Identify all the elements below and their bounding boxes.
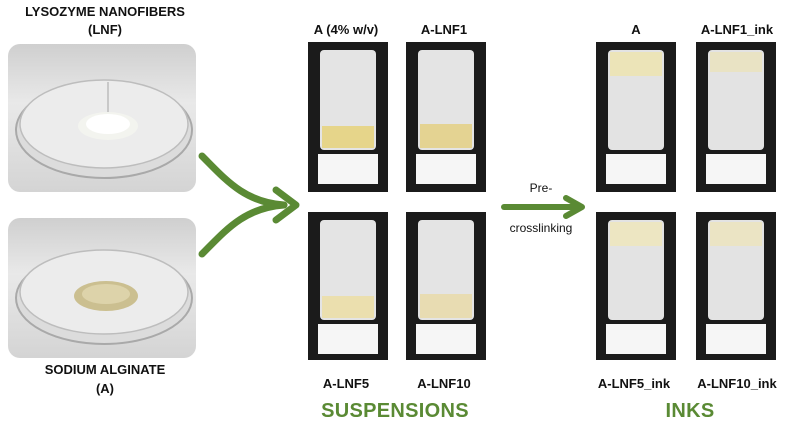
process-label-line2: crosslinking	[509, 221, 573, 235]
ink-photo-a-lnf5	[596, 212, 676, 360]
lnf-dish-photo	[8, 44, 196, 192]
ink-photo-a-lnf10	[696, 212, 776, 360]
merge-arrow	[198, 152, 300, 258]
vial-photo-a-4pct	[308, 42, 388, 192]
petri-dish-illustration	[15, 249, 193, 345]
inks-title: INKS	[665, 400, 715, 422]
ink-label-a-lnf1: A-LNF1_ink	[700, 22, 774, 37]
petri-dish-illustration	[15, 79, 193, 179]
lnf-label-line2: (LNF)	[88, 22, 122, 37]
vial-label-a-lnf10: A-LNF10	[417, 376, 471, 391]
ink-label-a-lnf10: A-LNF10_ink	[697, 376, 777, 391]
vial-illustration	[416, 50, 476, 184]
vial-label-a-4pct: A (4% w/v)	[313, 22, 379, 37]
ink-photo-a-lnf1	[696, 42, 776, 192]
alginate-label-line2: (A)	[95, 381, 115, 396]
alginate-label-line1: SODIUM ALGINATE	[44, 362, 166, 377]
vial-illustration	[606, 50, 666, 184]
lnf-label-line1: LYSOZYME NANOFIBERS	[25, 4, 185, 19]
vial-illustration	[318, 220, 378, 354]
process-label-line1: Pre-	[529, 181, 553, 195]
ink-label-a: A	[631, 22, 641, 37]
vial-label-a-lnf1: A-LNF1	[420, 22, 468, 37]
suspensions-title: SUSPENSIONS	[321, 400, 469, 422]
ink-label-a-lnf5: A-LNF5_ink	[597, 376, 671, 391]
vial-illustration	[606, 220, 666, 354]
vial-label-a-lnf5: A-LNF5	[322, 376, 370, 391]
process-arrow	[501, 195, 585, 219]
vial-illustration	[318, 50, 378, 184]
vial-illustration	[706, 50, 766, 184]
alginate-dish-photo	[8, 218, 196, 358]
vial-photo-a-lnf5	[308, 212, 388, 360]
vial-illustration	[416, 220, 476, 354]
ink-photo-a	[596, 42, 676, 192]
vial-photo-a-lnf10	[406, 212, 486, 360]
vial-photo-a-lnf1	[406, 42, 486, 192]
vial-illustration	[706, 220, 766, 354]
